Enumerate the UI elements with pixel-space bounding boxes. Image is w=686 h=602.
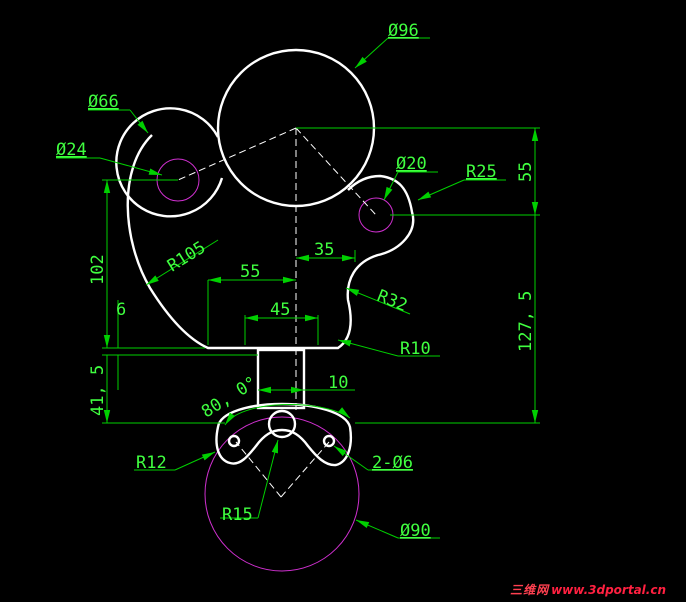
label-r25: R25 <box>466 162 497 182</box>
main-body-outline <box>126 134 415 350</box>
dimension-labels: Ø96 Ø66 Ø24 Ø20 R25 55 R105 35 55 45 R32… <box>56 21 536 541</box>
label-d90: Ø90 <box>400 521 431 541</box>
label-dim-35: 35 <box>314 240 334 260</box>
label-dim-102: 102 <box>88 254 108 285</box>
label-dim-41-5: 41, 5 <box>88 365 108 416</box>
label-dim-55: 55 <box>240 262 260 282</box>
label-dim-10: 10 <box>328 373 348 393</box>
label-r15: R15 <box>222 505 253 525</box>
circle-d90 <box>204 416 360 572</box>
label-r10: R10 <box>400 339 431 359</box>
label-dim-127-5: 127, 5 <box>516 291 536 352</box>
left-boss-arc <box>115 107 224 218</box>
label-dim-45: 45 <box>270 300 290 320</box>
label-d24: Ø24 <box>56 140 87 160</box>
label-2-d6: 2-Ø6 <box>372 453 413 473</box>
small-hole-left <box>227 434 241 448</box>
center-lines <box>177 127 377 498</box>
watermark: 三维网 www.3dportal.cn <box>510 581 666 598</box>
label-dim-6: 6 <box>116 300 126 320</box>
label-r105: R105 <box>164 238 209 277</box>
label-d66: Ø66 <box>88 92 119 112</box>
watermark-url: www.3dportal.cn <box>551 583 666 597</box>
neck <box>256 348 306 410</box>
label-dim-55-vertical: 55 <box>516 162 536 182</box>
magenta-circles <box>156 158 394 572</box>
watermark-chinese: 三维网 <box>510 583 550 597</box>
part-outline <box>115 48 415 467</box>
small-hole-right <box>322 434 336 448</box>
label-d96: Ø96 <box>388 21 419 41</box>
label-r12: R12 <box>136 453 167 473</box>
hook-inner-circle <box>267 409 297 439</box>
label-d20: Ø20 <box>396 154 427 174</box>
hole-d20 <box>358 197 394 233</box>
dimension-lines <box>56 37 540 539</box>
